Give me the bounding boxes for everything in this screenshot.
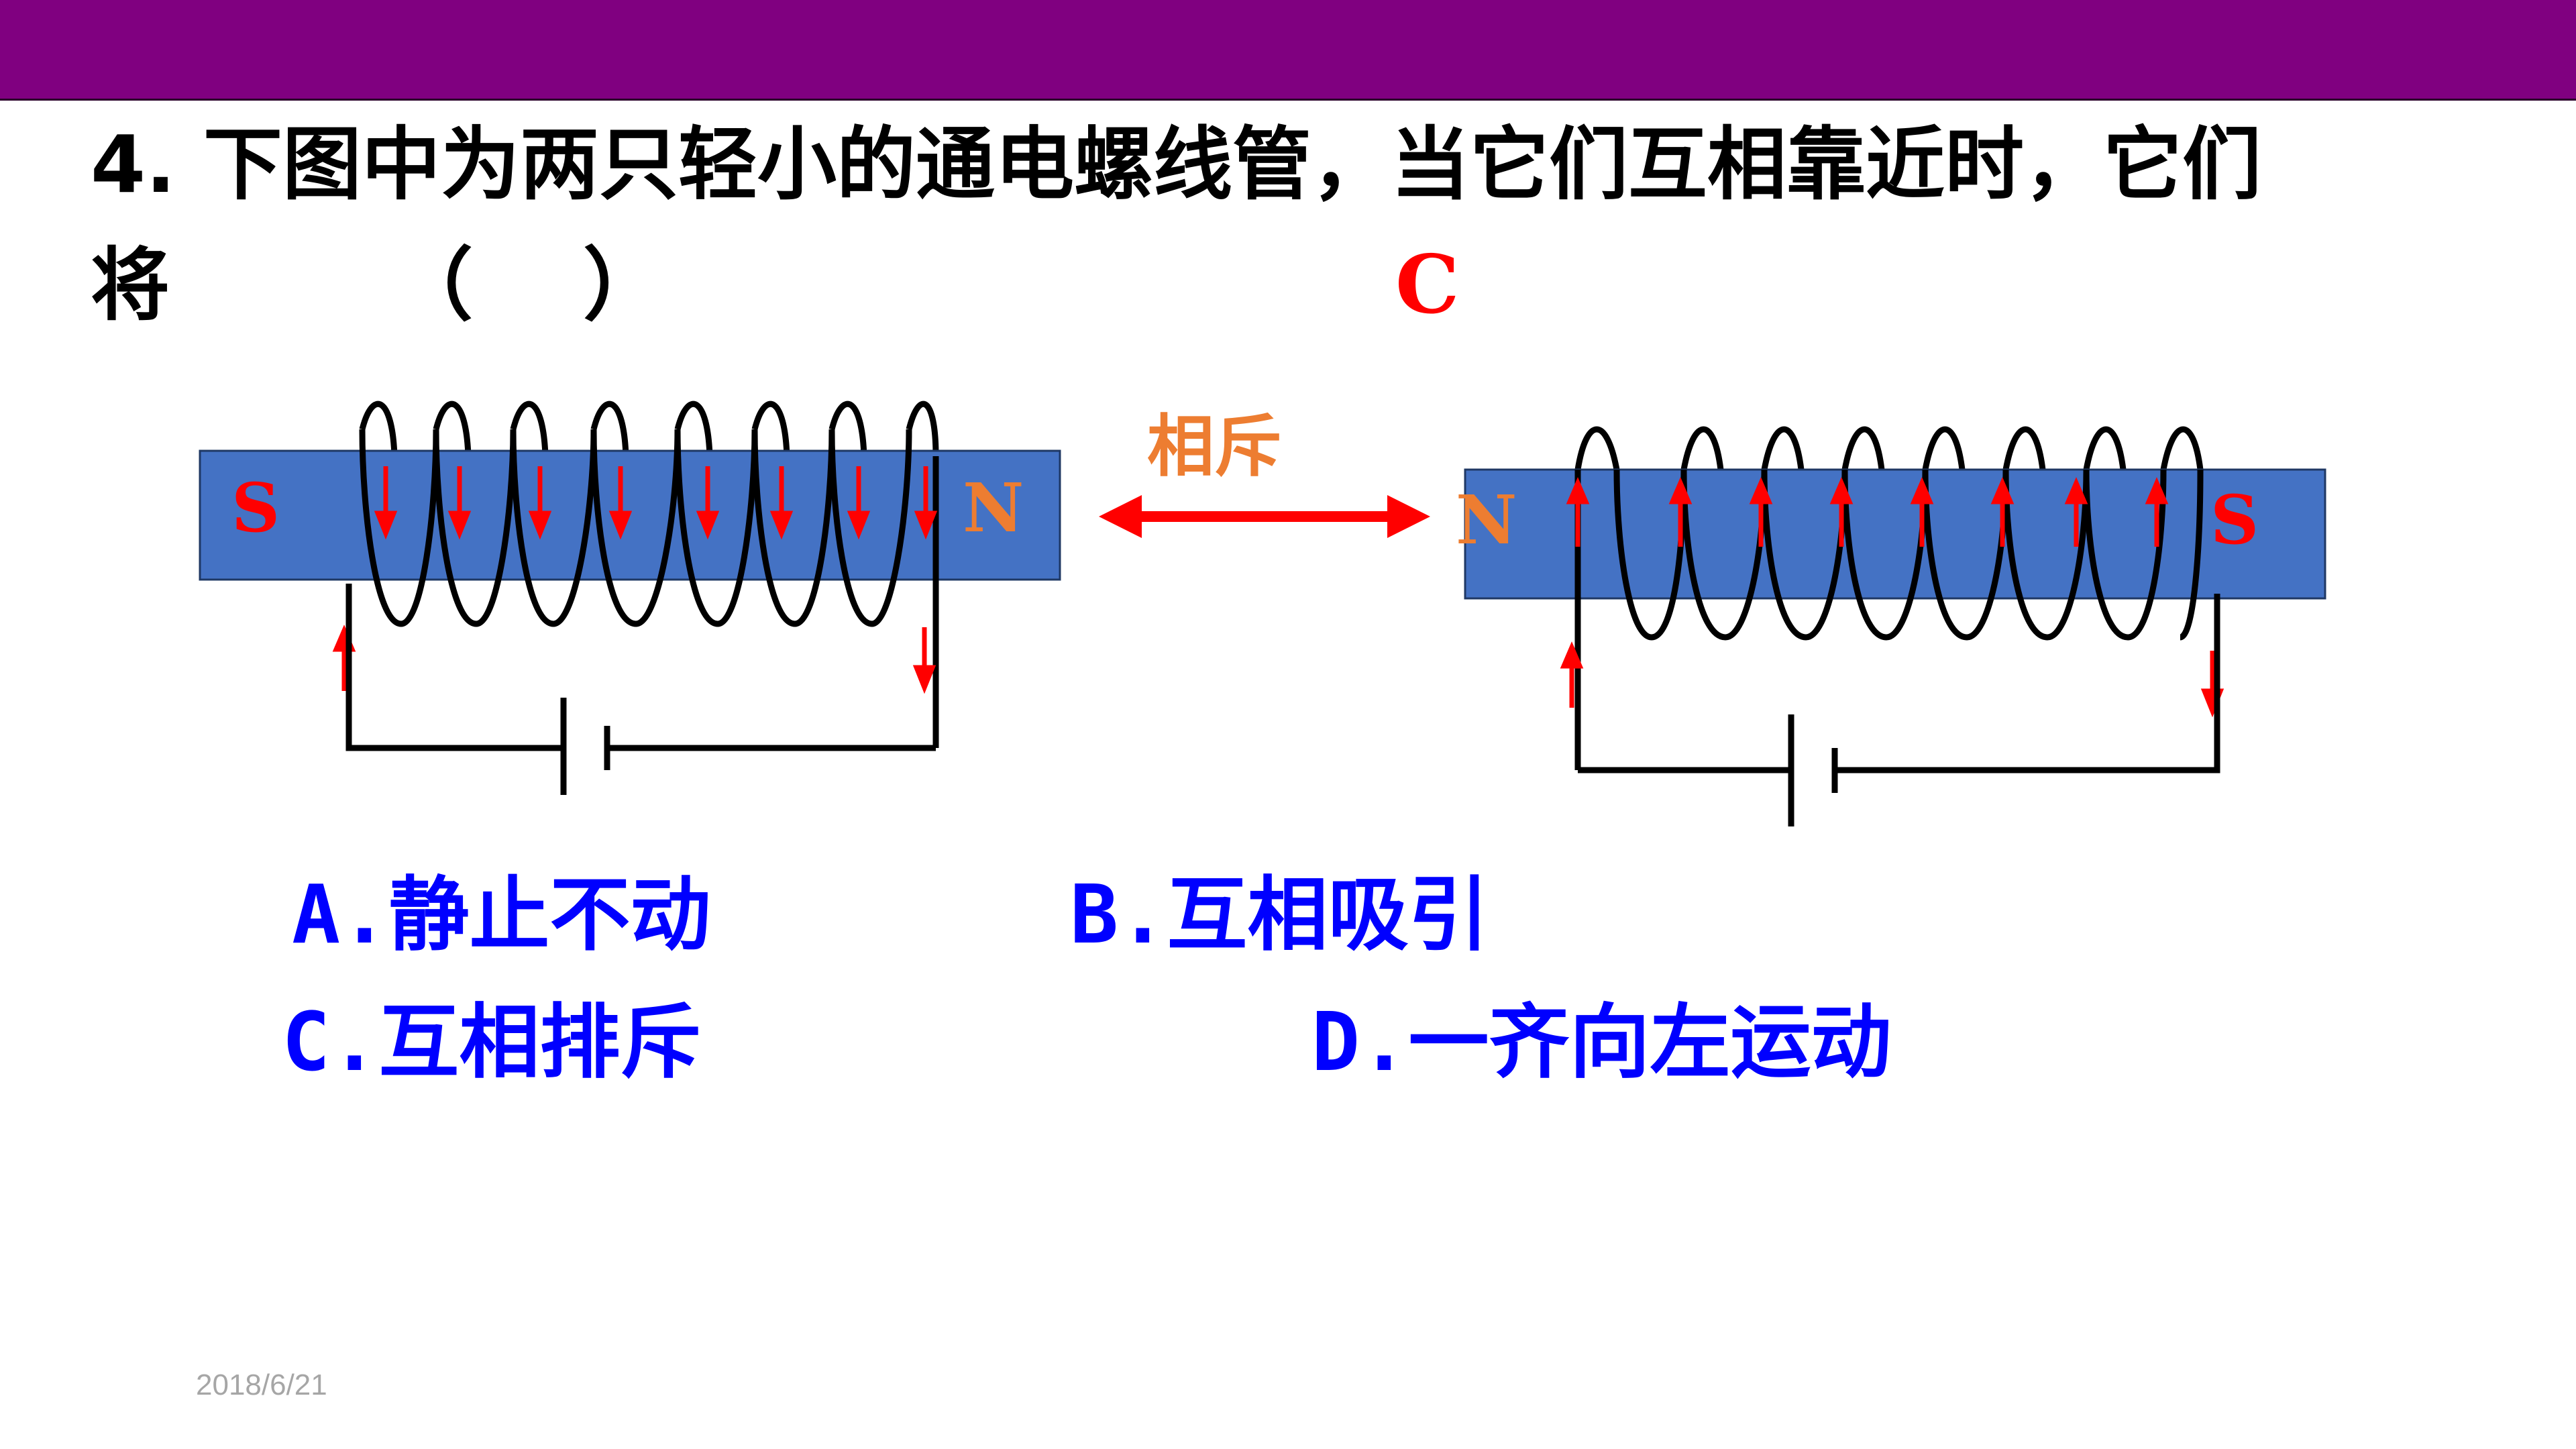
answer-label: C bbox=[1395, 237, 1460, 332]
question-text: 4. 下图中为两只轻小的通电螺线管，当它们互相靠近时，它们 将 （ ） bbox=[91, 104, 2506, 345]
question-line-2: 将 （ ） bbox=[91, 239, 663, 331]
question-line-1: 4. 下图中为两只轻小的通电螺线管，当它们互相靠近时，它们 bbox=[91, 118, 2262, 211]
relation: 相斥 bbox=[1099, 407, 1430, 538]
relation-label: 相斥 bbox=[1147, 407, 1281, 486]
left-coil-front bbox=[359, 429, 939, 748]
left-circuit-wire bbox=[345, 584, 936, 795]
option-d: D.一齐向左运动 bbox=[1311, 996, 1892, 1089]
right-circuit-wire bbox=[1578, 594, 2220, 826]
left-coil-back bbox=[359, 400, 939, 457]
option-a: A.静止不动 bbox=[292, 869, 711, 962]
right-solenoid: N S bbox=[1456, 426, 2326, 826]
left-pole-n: N bbox=[963, 468, 1024, 547]
left-solenoid: S N bbox=[199, 400, 1061, 795]
option-c: C.互相排斥 bbox=[282, 996, 701, 1089]
right-coil-back bbox=[1574, 426, 2204, 470]
left-pole-s: S bbox=[231, 468, 280, 547]
title-bar bbox=[0, 0, 2576, 101]
option-b: B.互相吸引 bbox=[1070, 869, 1489, 962]
right-pole-n: N bbox=[1456, 480, 1517, 559]
right-solenoid-core bbox=[1464, 468, 2326, 600]
right-pole-s: S bbox=[2210, 480, 2259, 559]
slide-date: 2018/6/21 bbox=[196, 1368, 327, 1401]
